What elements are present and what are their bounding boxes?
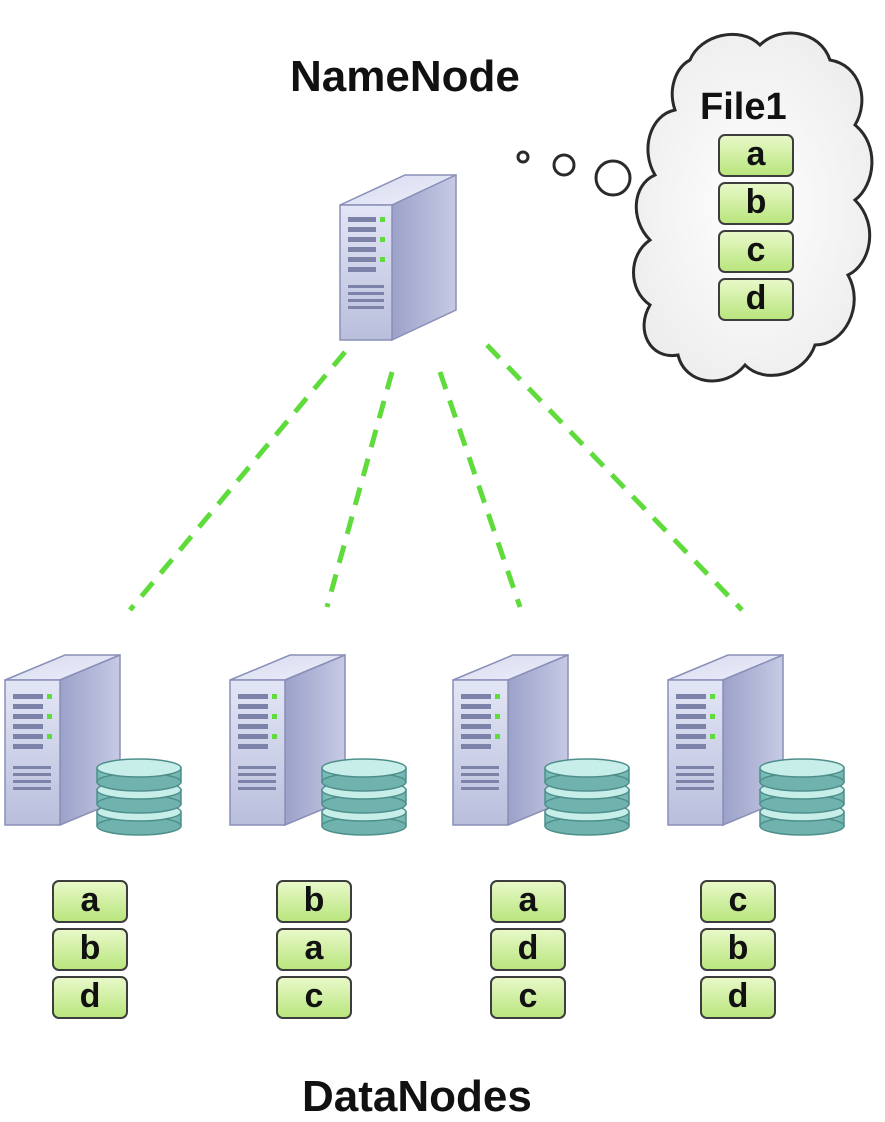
datanode-block: c (700, 880, 776, 923)
database-icon (759, 758, 845, 836)
file-name-label: File1 (700, 86, 787, 128)
datanodes-label: DataNodes (302, 1072, 532, 1121)
datanode-block: b (276, 880, 352, 923)
namenode-datanode-links (128, 343, 744, 612)
namenode-label: NameNode (290, 52, 520, 101)
file-block: d (718, 278, 794, 321)
datanode-block: d (700, 976, 776, 1019)
thought-bubble-small (516, 150, 530, 164)
database-icon (96, 758, 182, 836)
file-block: b (718, 182, 794, 225)
datanode-block: a (52, 880, 128, 923)
datanode-4-block-stack: c b d (700, 880, 776, 1024)
link-datanode-1 (128, 350, 347, 612)
database-icon (544, 758, 630, 836)
datanode-block: c (276, 976, 352, 1019)
file-block-stack: a b c d (718, 134, 794, 326)
datanode-3-block-stack: a d c (490, 880, 566, 1024)
link-datanode-2 (324, 371, 395, 608)
thought-bubble-medium (552, 153, 576, 177)
file-block: a (718, 134, 794, 177)
datanode-servers (4, 653, 845, 836)
namenode-server-icon (339, 173, 457, 342)
thought-bubble-large (594, 159, 632, 197)
datanode-server-icon (452, 653, 630, 836)
link-datanode-3 (437, 371, 523, 608)
thought-bubbles (516, 150, 632, 197)
datanode-block: a (276, 928, 352, 971)
link-datanode-4 (485, 343, 744, 612)
file-block: c (718, 230, 794, 273)
datanode-block: d (52, 976, 128, 1019)
datanode-block: d (490, 928, 566, 971)
datanode-server-icon (4, 653, 182, 836)
datanode-server-icon (229, 653, 407, 836)
database-icon (321, 758, 407, 836)
datanode-2-block-stack: b a c (276, 880, 352, 1024)
datanode-block: a (490, 880, 566, 923)
datanode-server-icon (667, 653, 845, 836)
datanode-block: b (52, 928, 128, 971)
datanode-block: c (490, 976, 566, 1019)
datanode-1-block-stack: a b d (52, 880, 128, 1024)
datanode-block: b (700, 928, 776, 971)
